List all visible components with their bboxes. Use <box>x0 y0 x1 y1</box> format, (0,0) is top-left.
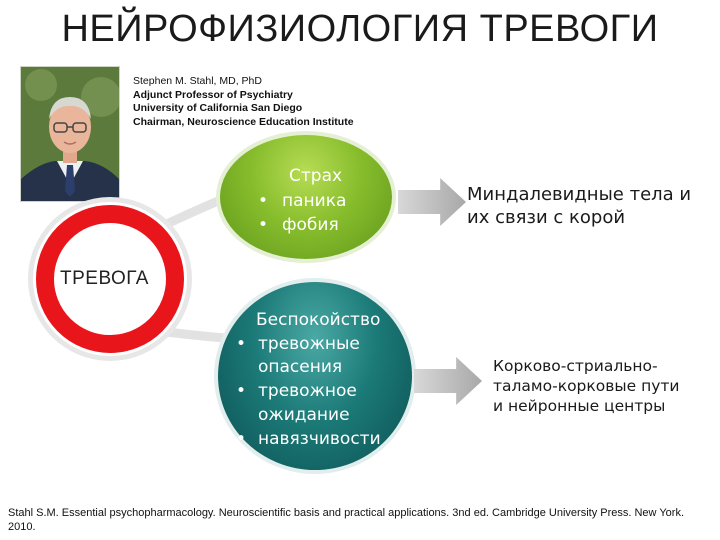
fear-target-line: их связи с корой <box>467 207 626 228</box>
author-info: Stephen M. Stahl, MD, PhD Adjunct Profes… <box>133 75 453 129</box>
author-name: Stephen M. Stahl, MD, PhD <box>133 75 262 87</box>
anxiety-title: Беспокойство <box>256 310 381 330</box>
anxiety-item: опасения <box>258 357 343 377</box>
fear-title: Страх <box>289 166 343 186</box>
fear-target-line: Миндалевидные тела и <box>467 184 692 205</box>
fear-item: фобия <box>282 215 339 235</box>
anxiety-item: тревожное <box>258 381 357 401</box>
anxiety-target-line: таламо-корковые пути <box>493 377 680 395</box>
anxiety-bullet: • <box>236 429 247 449</box>
anxiety-item: ожидание <box>258 405 350 425</box>
author-position: Adjunct Professor of Psychiatry <box>133 88 293 101</box>
anxiety-target-line: и нейронные центры <box>493 397 666 415</box>
fear-bullet: • <box>258 191 269 211</box>
ring-label: ТРЕВОГА <box>60 268 149 289</box>
reference-citation: Stahl S.M. Essential psychopharmacology.… <box>8 507 685 533</box>
author-chair: Chairman, Neuroscience Education Institu… <box>133 115 354 128</box>
portrait-image <box>21 67 119 201</box>
anxiety-target-line: Корково-стриально- <box>493 357 658 375</box>
fear-item: паника <box>282 191 347 211</box>
anxiety-circle <box>218 282 412 470</box>
slide-title: НЕЙРОФИЗИОЛОГИЯ ТРЕВОГИ <box>61 8 659 50</box>
anxiety-bullet: • <box>236 381 247 401</box>
fear-circle <box>220 135 392 259</box>
author-university: University of California San Diego <box>133 102 303 114</box>
fear-bullet: • <box>258 215 269 235</box>
author-photo <box>20 66 120 202</box>
anxiety-bullet: • <box>236 334 247 354</box>
anxiety-item: тревожные <box>258 334 360 354</box>
anxiety-item: навязчивости <box>258 429 381 449</box>
